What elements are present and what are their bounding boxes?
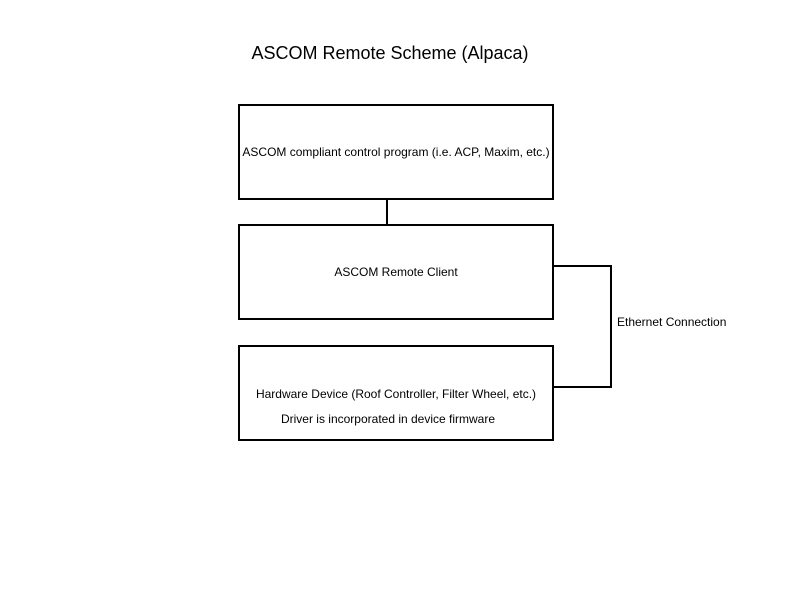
hardware-device-driver-note: Driver is incorporated in device firmwar…	[280, 412, 496, 426]
ethernet-connector-bottom	[553, 386, 612, 388]
control-program-label: ASCOM compliant control program (i.e. AC…	[242, 145, 550, 159]
control-to-client-connector	[386, 199, 388, 225]
hardware-device-label: Hardware Device (Roof Controller, Filter…	[255, 387, 537, 401]
diagram-title: ASCOM Remote Scheme (Alpaca)	[251, 43, 529, 63]
remote-client-box: ASCOM Remote Client	[238, 224, 554, 320]
ethernet-connector-top	[553, 265, 612, 267]
remote-client-label: ASCOM Remote Client	[334, 265, 458, 279]
hardware-device-box: Hardware Device (Roof Controller, Filter…	[238, 345, 554, 441]
ethernet-connector-right	[610, 265, 612, 388]
control-program-box: ASCOM compliant control program (i.e. AC…	[238, 104, 554, 200]
ethernet-connection-label: Ethernet Connection	[617, 315, 727, 329]
